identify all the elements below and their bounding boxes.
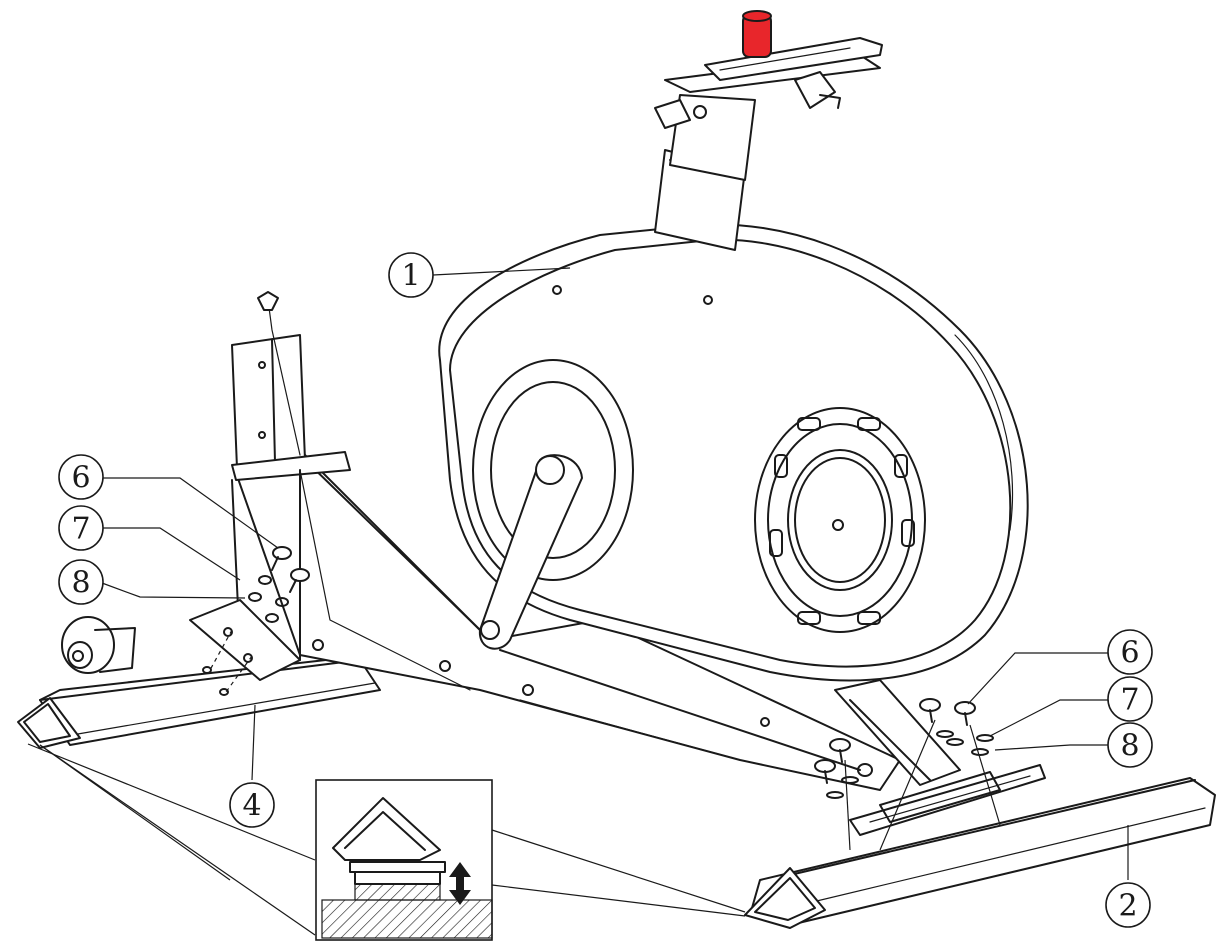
leveler-detail-inset [27, 743, 746, 941]
callout-label: 4 [242, 789, 261, 824]
callout-label: 8 [1120, 729, 1139, 764]
callout-label: 8 [71, 566, 90, 601]
callout-8-rear: 8 [58, 559, 104, 605]
rear-stabilizer [17, 616, 381, 749]
callout-4: 4 [229, 782, 275, 828]
front-stabilizer [744, 764, 1216, 929]
callout-label: 1 [401, 259, 420, 294]
callout-8-front: 8 [1107, 722, 1153, 768]
callout-1: 1 [388, 252, 434, 298]
callout-6-front: 6 [1107, 629, 1153, 675]
callout-7-rear: 7 [58, 505, 104, 551]
drive-housing [438, 223, 1029, 682]
front-fasteners [814, 698, 1001, 851]
callout-label: 2 [1118, 889, 1137, 924]
callout-7-front: 7 [1107, 676, 1153, 722]
rear-fasteners [189, 546, 310, 696]
callout-6-rear: 6 [58, 454, 104, 500]
main-frame [231, 291, 961, 791]
callout-label: 7 [1120, 683, 1139, 718]
callout-label: 6 [71, 461, 90, 496]
callout-label: 7 [71, 512, 90, 547]
callout-label: 6 [1120, 636, 1139, 671]
callout-2: 2 [1105, 882, 1151, 928]
callout-leaders [101, 267, 1129, 880]
seat-post [654, 10, 883, 251]
